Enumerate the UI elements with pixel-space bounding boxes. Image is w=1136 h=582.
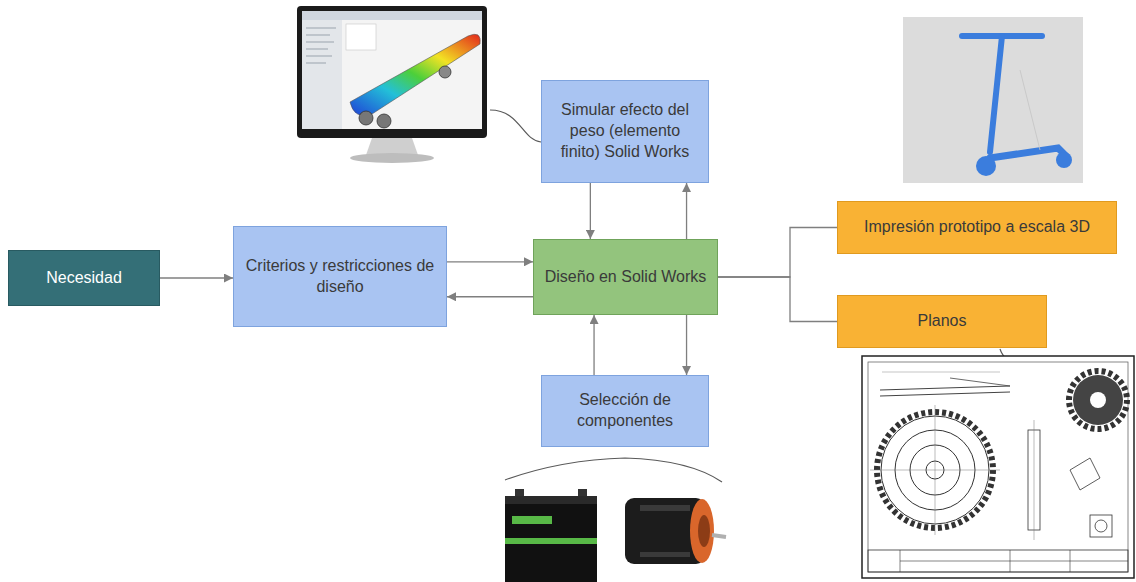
monitor-illustration: [306, 28, 336, 29]
box-label: Necesidad: [46, 268, 122, 289]
drawing-sheet: [862, 356, 1134, 578]
motor-illustration: [698, 515, 710, 547]
monitor-illustration: [346, 24, 376, 50]
connector: [686, 315, 687, 375]
process-box: Necesidad: [8, 250, 160, 306]
drawing-sheet: [900, 561, 1128, 562]
monitor-illustration: [306, 63, 326, 64]
battery-illustration: [515, 489, 524, 497]
connector: [590, 183, 591, 239]
monitor-illustration: [302, 11, 482, 129]
connector: [718, 228, 837, 278]
drawing-sheet: [935, 405, 936, 535]
monitor-illustration: [366, 138, 418, 155]
monitor-illustration: [302, 11, 482, 20]
connector: [160, 277, 233, 278]
drawing-sheet: [868, 550, 1128, 572]
monitor-illustration: [350, 34, 480, 115]
battery-illustration: [505, 489, 597, 582]
motor-illustration: [712, 535, 726, 537]
box-label: Simular efecto del peso (elemento finito…: [552, 100, 698, 162]
monitor-illustration: [377, 114, 391, 128]
monitor-illustration: [302, 20, 342, 129]
drawing-sheet: [1090, 515, 1112, 537]
scooter-illustration: [962, 36, 1066, 158]
scooter-illustration: [976, 156, 996, 176]
process-box: Diseño en Solid Works: [533, 239, 718, 315]
drawing-sheet: [1034, 420, 1035, 540]
drawing-sheet: [862, 356, 1134, 578]
scooter-illustration: [990, 148, 1066, 158]
drawing-sheet: [882, 372, 1000, 373]
battery-illustration: [505, 504, 597, 582]
box-label: Criterios y restricciones de diseño: [244, 256, 436, 298]
drawing-sheet: [880, 386, 1010, 390]
scooter-illustration: [903, 17, 1083, 183]
process-box: Impresión prototipo a escala 3D: [837, 201, 1117, 254]
battery-illustration: [578, 489, 587, 497]
monitor-illustration: [306, 49, 328, 50]
drawing-sheet: [868, 362, 1128, 572]
battery-illustration: [505, 538, 597, 544]
drawing-sheet: [1073, 375, 1123, 425]
drawing-sheet: [1090, 392, 1106, 408]
drawing-sheet: [950, 378, 1010, 386]
battery-illustration: [512, 516, 552, 524]
box-label: Diseño en Solid Works: [545, 267, 707, 288]
monitor-illustration: [350, 153, 434, 163]
connector: [447, 261, 533, 262]
connector: [686, 183, 687, 239]
monitor-illustration: [297, 6, 487, 163]
bracket: [505, 458, 722, 482]
battery-illustration: [505, 496, 597, 505]
drawing-sheet: [1070, 458, 1100, 490]
box-label: Planos: [918, 311, 967, 332]
scooter-illustration: [903, 17, 1083, 183]
scooter-illustration: [1056, 152, 1072, 168]
motor-illustration: [640, 552, 690, 557]
scooter-illustration: [1020, 70, 1040, 150]
connector: [447, 296, 533, 297]
drawing-sheet: [880, 392, 1010, 396]
drawing-sheet: [1069, 371, 1127, 429]
scooter-illustration: [990, 36, 1002, 152]
process-box: Simular efecto del peso (elemento finito…: [541, 80, 709, 183]
drawing-sheet: [1095, 520, 1107, 532]
motor-illustration: [625, 498, 726, 564]
box-label: Impresión prototipo a escala 3D: [864, 217, 1090, 238]
process-box: Planos: [837, 295, 1047, 348]
process-box: Selección de componentes: [541, 375, 709, 447]
monitor-illustration: [306, 56, 332, 57]
monitor-illustration: [439, 66, 451, 78]
monitor-illustration: [306, 35, 330, 36]
leader-line: [490, 110, 541, 142]
motor-illustration: [690, 499, 714, 563]
connector: [593, 315, 594, 375]
monitor-illustration: [306, 42, 334, 43]
box-label: Selección de componentes: [552, 390, 698, 432]
connector: [718, 277, 837, 322]
monitor-illustration: [359, 111, 373, 125]
motor-illustration: [640, 505, 690, 511]
monitor-illustration: [297, 6, 487, 138]
process-box: Criterios y restricciones de diseño: [233, 226, 447, 327]
